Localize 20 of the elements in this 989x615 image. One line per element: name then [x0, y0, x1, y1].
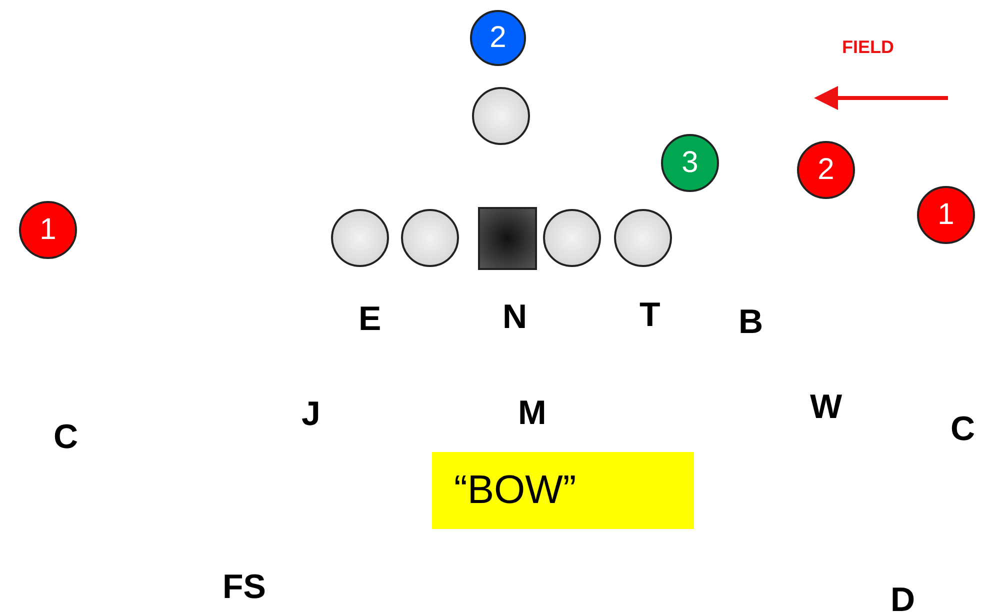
player-number: 1 [40, 215, 56, 245]
player-number: 2 [818, 155, 834, 185]
position-letter: N [502, 300, 528, 334]
player-number: 1 [938, 200, 954, 230]
call-box [432, 452, 694, 528]
player-number: 3 [682, 148, 698, 178]
position-letter: D [890, 583, 916, 615]
position-letter: FS [222, 570, 266, 604]
position-letter: E [358, 302, 382, 336]
player-number: 2 [490, 23, 506, 53]
position-letter: C [950, 412, 976, 446]
direction-label: FIELD [842, 38, 894, 56]
play-call-text: “BOW” [454, 468, 576, 512]
position-letter: M [518, 396, 546, 430]
position-letter: W [810, 390, 842, 424]
position-letter: C [54, 420, 78, 454]
position-letter: J [302, 397, 320, 431]
center-square [478, 206, 536, 270]
position-letter: T [640, 298, 660, 332]
position-letter: B [738, 305, 764, 339]
